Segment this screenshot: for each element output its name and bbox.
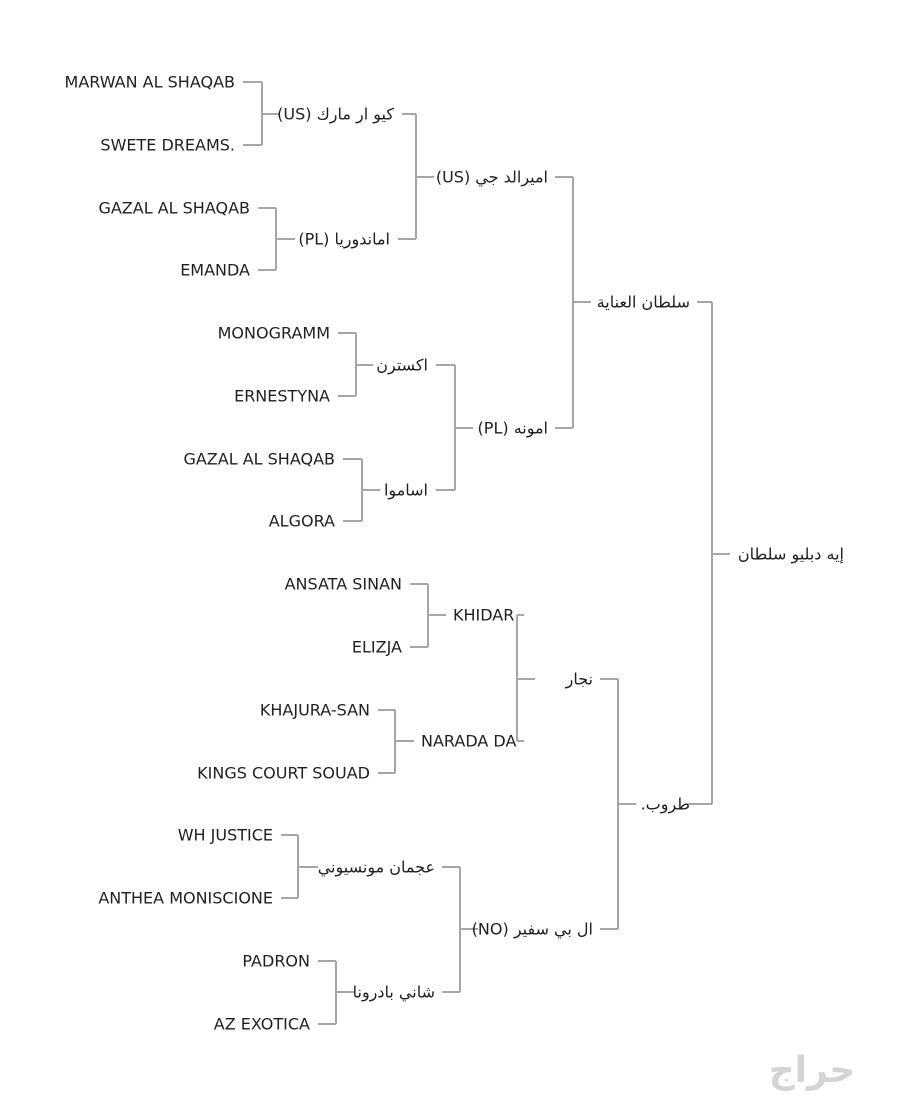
grandsire-maternal-name: نجار <box>565 670 593 690</box>
ancestor-gen3-8: شاني بادرونا <box>353 983 435 1003</box>
ancestor-gen4-10: ELIZJA <box>352 638 402 657</box>
ancestor-gen4-12: KINGS COURT SOUAD <box>197 764 370 783</box>
ancestor-gen4-8: ALGORA <box>269 512 335 531</box>
ancestor-gen4-1: MARWAN AL SHAQAB <box>65 73 235 92</box>
haraj-watermark-logo: حراج <box>769 1050 856 1091</box>
ancestor-gen4-15: PADRON <box>242 952 310 971</box>
grandsire-paternal-name: اميرالد جي (US) <box>436 168 548 188</box>
watermark-text: حراج <box>769 1050 856 1091</box>
ancestor-gen4-7: GAZAL AL SHAQAB <box>183 450 335 469</box>
granddam-maternal-name: ال بي سفير (NO) <box>472 920 593 940</box>
ancestor-gen3-1: كيو ار مارك (US) <box>277 105 394 125</box>
ancestor-gen4-9: ANSATA SINAN <box>285 575 402 594</box>
ancestor-gen4-16: AZ EXOTICA <box>214 1015 310 1034</box>
ancestor-gen4-11: KHAJURA-SAN <box>260 701 370 720</box>
ancestor-gen4-14: ANTHEA MONISCIONE <box>98 889 273 908</box>
ancestor-gen4-13: WH JUSTICE <box>178 826 273 845</box>
dam-name: طروب. <box>641 795 690 815</box>
sire-name: سلطان العناية <box>597 293 690 312</box>
ancestor-gen4-2: SWETE DREAMS. <box>100 136 235 155</box>
ancestor-gen3-6: NARADA DA <box>421 732 516 751</box>
ancestor-gen4-4: EMANDA <box>180 261 250 280</box>
ancestor-gen3-5: KHIDAR <box>453 606 514 625</box>
ancestor-gen4-6: ERNESTYNA <box>234 387 330 406</box>
ancestor-gen4-3: GAZAL AL SHAQAB <box>98 199 250 218</box>
ancestor-gen3-2: اماندوريا (PL) <box>298 230 390 250</box>
ancestor-gen3-3: اكسترن <box>376 356 428 376</box>
horse-name: إيه دبليو سلطان <box>738 545 844 565</box>
pedigree-connectors <box>243 81 730 1025</box>
ancestor-gen4-5: MONOGRAMM <box>218 324 330 343</box>
granddam-paternal-name: امونه (PL) <box>478 419 548 439</box>
ancestor-gen3-7: عجمان مونسيوني <box>318 858 435 878</box>
ancestor-gen3-4: اساموا <box>384 481 428 501</box>
